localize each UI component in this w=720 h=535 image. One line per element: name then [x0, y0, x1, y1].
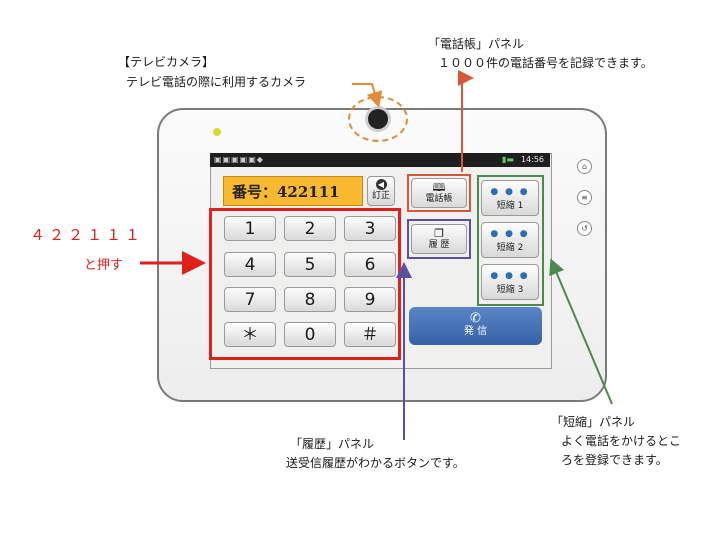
key-2[interactable]: 2 [284, 216, 336, 241]
phonebook-annotation-desc: １０００件の電話番号を記録できます。 [438, 56, 653, 70]
call-button[interactable]: ✆ 発 信 [409, 307, 542, 345]
call-label: 発 信 [463, 326, 488, 337]
history-annotation-title: 「履歴」パネル [290, 437, 375, 451]
phonebook-annotation-title: 「電話帳」パネル [428, 37, 525, 51]
phonebook-button[interactable]: 🕮 電話帳 [411, 178, 467, 208]
dial-annotation-action: と押す [84, 258, 124, 273]
key-3[interactable]: 3 [344, 216, 396, 241]
history-button[interactable]: ❐ 履 歴 [411, 224, 467, 254]
speed-dial-2-button[interactable]: ● ● ● 短縮 2 [481, 222, 539, 258]
status-icons: ▣▣▣▣▣◆ [214, 155, 264, 164]
key-6[interactable]: 6 [344, 252, 396, 277]
key-hash[interactable]: ＃ [344, 322, 396, 347]
book-icon: 🕮 [432, 181, 446, 194]
dial-annotation-digits: ４２２１１１ [30, 226, 145, 244]
speed-annotation-title: 「短縮」パネル [551, 415, 636, 429]
correct-label: 訂正 [371, 191, 390, 201]
phonebook-highlight [407, 174, 471, 212]
speed-dial-1-button[interactable]: ● ● ● 短縮 1 [481, 180, 539, 216]
phonebook-label: 電話帳 [425, 194, 453, 204]
speed-dial-2-dots: ● ● ● [490, 229, 530, 239]
back-hw-icon[interactable]: ↺ [577, 221, 592, 236]
key-5[interactable]: 5 [284, 252, 336, 277]
phone-icon: ✆ [470, 311, 481, 326]
history-annotation-desc: 送受信履歴がわかるボタンです。 [286, 456, 465, 470]
keypad-highlight [209, 208, 401, 360]
key-8[interactable]: 8 [284, 287, 336, 312]
phonebook-arrow [458, 70, 474, 172]
speed-dial-1-dots: ● ● ● [490, 187, 530, 197]
history-icon: ❐ [434, 227, 444, 240]
key-1[interactable]: 1 [224, 216, 276, 241]
speed-dial-1-label: 短縮 1 [496, 201, 524, 211]
camera-annotation-title: 【テレビカメラ】 [118, 55, 215, 69]
history-highlight [407, 219, 471, 259]
status-bar: ▣▣▣▣▣◆ ▮▬ 14:56 [210, 153, 550, 167]
menu-hw-icon[interactable]: ≡ [577, 190, 592, 205]
camera-annotation-desc: テレビ電話の際に利用するカメラ [126, 75, 307, 89]
key-9[interactable]: 9 [344, 287, 396, 312]
history-label: 履 歴 [428, 240, 450, 250]
speed-annotation-desc-1: よく電話をかけるとこ [561, 434, 682, 448]
camera-arrow [352, 83, 383, 108]
speed-dial-highlight [477, 175, 544, 306]
key-star[interactable]: ＊ [224, 322, 276, 347]
speed-annotation-desc-2: ろを登録できます。 [561, 453, 668, 467]
number-display: 番号：422111 [223, 176, 363, 206]
camera-lens-icon [368, 109, 388, 129]
backspace-icon: ◀ [375, 179, 387, 190]
battery-icon: ▮▬ [502, 155, 514, 164]
key-0[interactable]: 0 [284, 322, 336, 347]
correct-button[interactable]: ◀ 訂正 [367, 176, 395, 206]
home-hw-icon[interactable]: ⌂ [577, 159, 592, 174]
key-4[interactable]: 4 [224, 252, 276, 277]
speed-dial-2-label: 短縮 2 [496, 243, 524, 253]
speed-dial-arrow [549, 258, 613, 405]
power-led [213, 128, 221, 136]
status-time: 14:56 [520, 155, 544, 164]
speed-dial-3-button[interactable]: ● ● ● 短縮 3 [481, 264, 539, 300]
speed-dial-3-label: 短縮 3 [496, 285, 524, 295]
speed-dial-3-dots: ● ● ● [490, 271, 530, 281]
key-7[interactable]: 7 [224, 287, 276, 312]
